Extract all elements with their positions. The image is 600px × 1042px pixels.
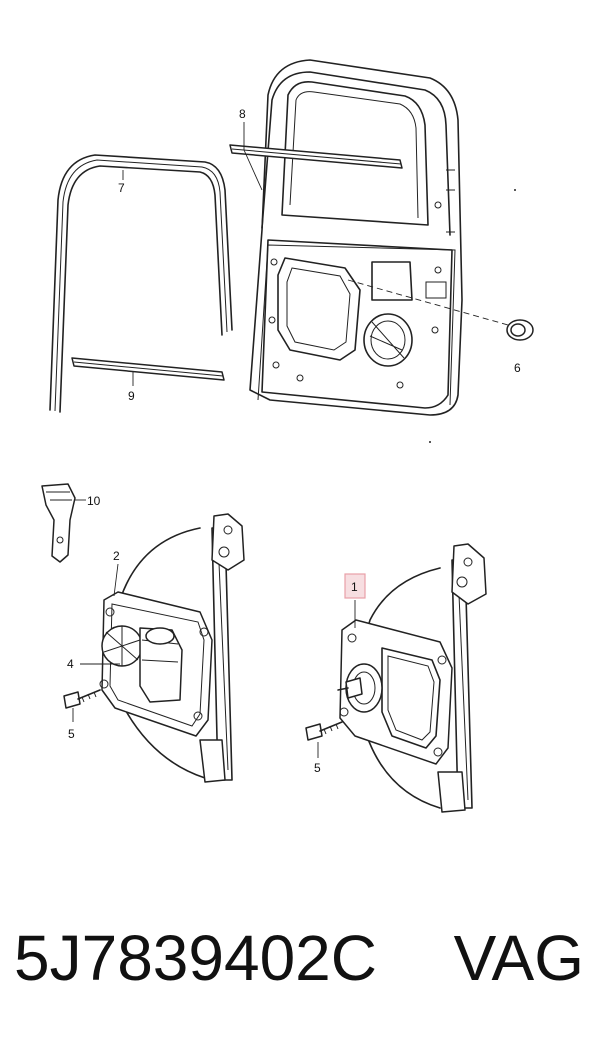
callout-6: 6 — [514, 361, 521, 375]
grommet-axis-line — [347, 279, 509, 326]
callout-10: 10 — [87, 494, 101, 508]
screw-part-5-left — [63, 689, 101, 709]
callout-8: 8 — [239, 107, 246, 121]
callout-1-highlight-box — [344, 573, 366, 599]
outer-strip-part-8 — [229, 144, 403, 169]
callout-5-left: 5 — [68, 727, 75, 741]
door-shell — [249, 59, 463, 416]
callout-1: 1 — [351, 580, 358, 594]
stray-mark — [514, 189, 516, 191]
part-number: 5J7839402C — [14, 922, 377, 994]
callout-9: 9 — [128, 389, 135, 403]
stray-mark — [429, 441, 431, 443]
callout-4: 4 — [67, 657, 74, 671]
callout-2: 2 — [113, 549, 120, 563]
window-regulator-part-1 — [337, 543, 487, 813]
grommet-part-6 — [506, 319, 534, 341]
window-strip-part-9 — [71, 357, 225, 381]
brand-name: VAG — [453, 922, 584, 994]
footer: 5J7839402C VAG — [0, 918, 600, 1008]
callout-5-right: 5 — [314, 761, 321, 775]
screw-part-5-right — [305, 721, 343, 741]
exploded-parts-diagram: 7 9 8 — [41, 59, 534, 813]
callout-7: 7 — [118, 181, 125, 195]
window-regulator-with-motor — [99, 513, 245, 783]
leader-2 — [113, 563, 119, 597]
bracket-part-10 — [41, 483, 76, 563]
window-seal-part-7 — [49, 154, 233, 413]
